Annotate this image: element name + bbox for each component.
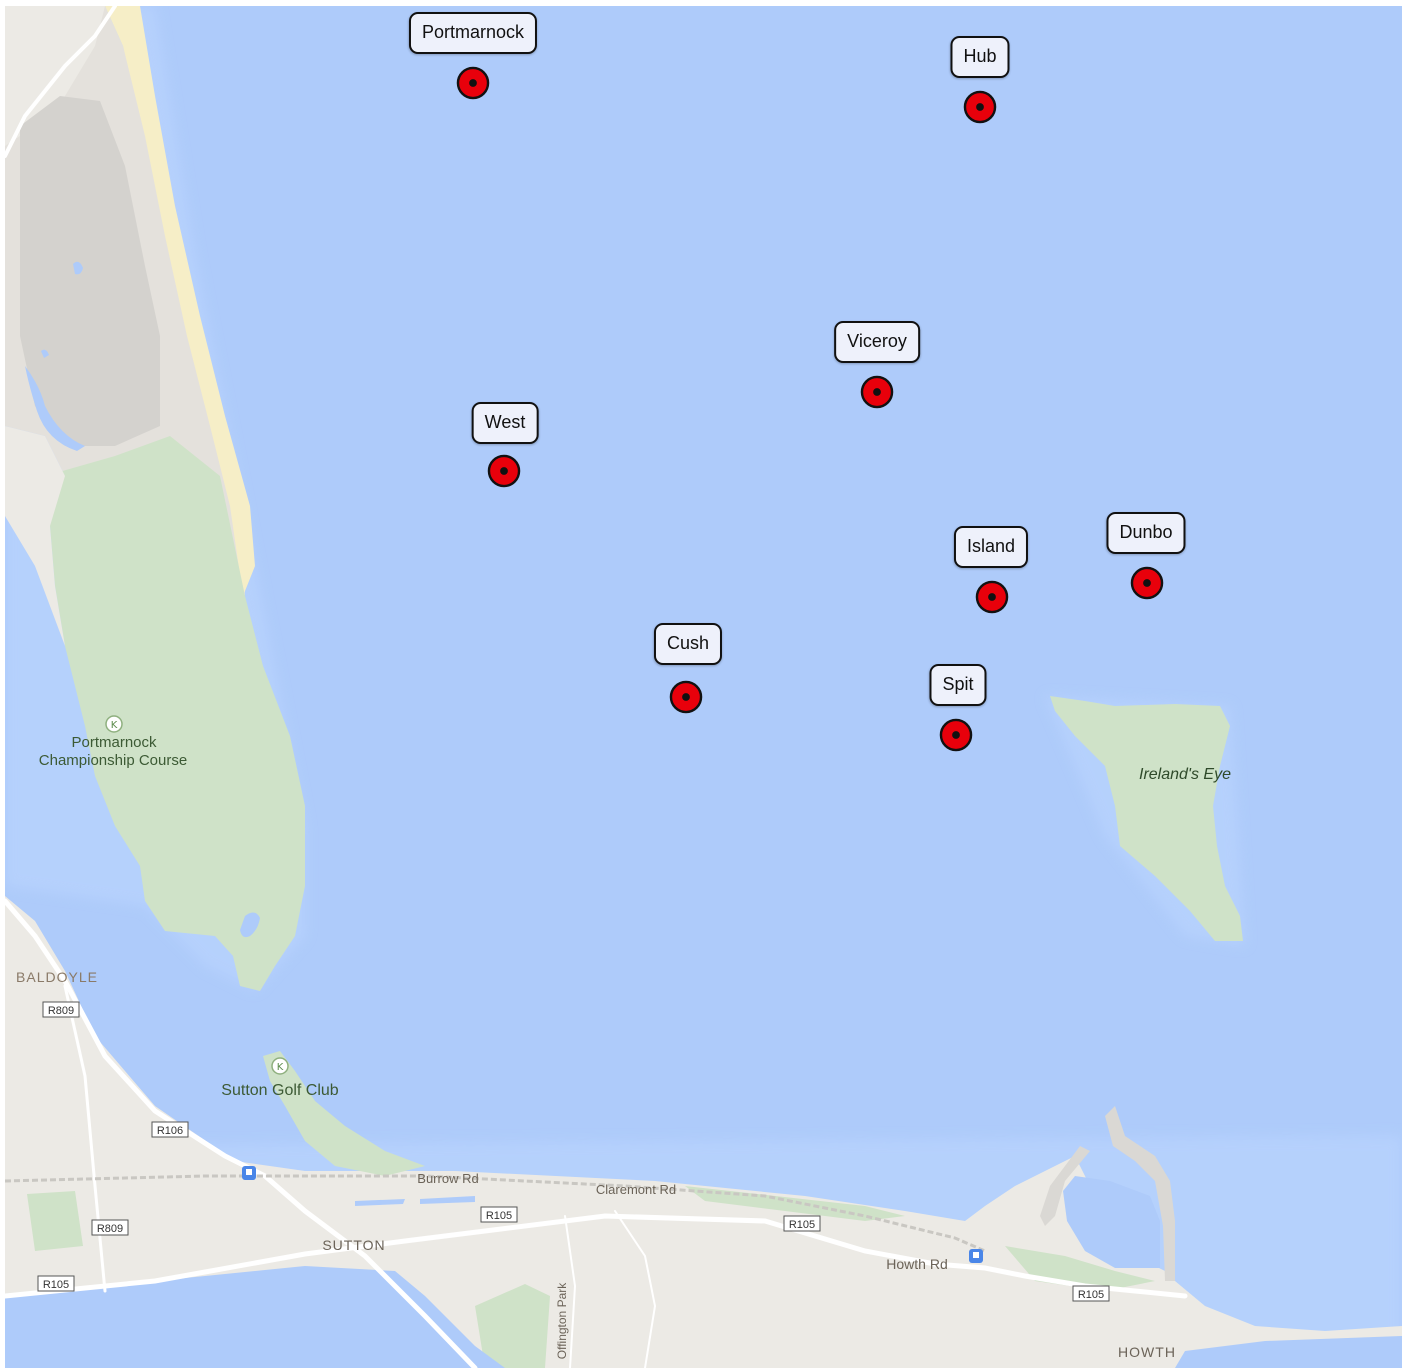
road-shield-r809: R809 — [91, 1219, 129, 1236]
golf-course-label: Portmarnock — [71, 734, 157, 751]
island-label: Ireland's Eye — [1139, 766, 1231, 783]
marker-label-island[interactable]: Island — [953, 526, 1029, 568]
street-label-claremont: Claremont Rd — [596, 1182, 676, 1197]
red-circle-marker-icon[interactable] — [487, 454, 521, 488]
svg-text:K: K — [277, 1062, 284, 1073]
marker-label-hub[interactable]: Hub — [950, 36, 1010, 78]
golf-course-label: Championship Course — [39, 752, 187, 769]
svg-text:R106: R106 — [157, 1125, 183, 1137]
street-label-howth-rd: Howth Rd — [886, 1256, 947, 1272]
town-label-howth: HOWTH — [1118, 1344, 1176, 1360]
map-base[interactable]: Portmarnock Championship Course K K Sutt… — [5, 6, 1402, 1368]
town-label-sutton: SUTTON — [322, 1237, 385, 1253]
land-edge-west — [5, 426, 65, 646]
red-circle-marker-icon[interactable] — [456, 66, 490, 100]
lower-bay-water — [5, 1266, 505, 1368]
road-shield-r106: R106 — [151, 1121, 189, 1138]
svg-text:R105: R105 — [789, 1219, 815, 1231]
svg-text:R809: R809 — [48, 1005, 74, 1017]
marker-label-dunbo[interactable]: Dunbo — [1106, 512, 1186, 554]
svg-text:R105: R105 — [1078, 1289, 1104, 1301]
street-label-burrow: Burrow Rd — [417, 1171, 478, 1186]
beach-strip — [105, 6, 255, 596]
golf-course-area — [45, 436, 305, 991]
pond — [240, 912, 260, 938]
irelands-eye-island — [1050, 696, 1243, 941]
road-shield-r105: R105 — [480, 1206, 518, 1223]
svg-text:K: K — [111, 720, 118, 731]
road-shield-r105: R105 — [37, 1275, 75, 1292]
street-label-offington: Offington Park — [555, 1282, 569, 1359]
svg-text:R809: R809 — [97, 1223, 123, 1235]
golf-club-label: Sutton Golf Club — [221, 1082, 339, 1099]
dune-grey-area — [20, 96, 160, 446]
park-patch — [27, 1191, 83, 1251]
red-circle-marker-icon[interactable] — [939, 718, 973, 752]
marker-label-portmarnock[interactable]: Portmarnock — [408, 12, 538, 54]
pond — [41, 349, 49, 358]
pond — [73, 261, 83, 275]
park-patch — [475, 1284, 550, 1368]
road-shield-r105: R105 — [783, 1215, 821, 1232]
harbour-pier-east — [1105, 1106, 1175, 1281]
marker-label-west[interactable]: West — [471, 402, 539, 444]
red-circle-marker-icon[interactable] — [669, 680, 703, 714]
red-circle-marker-icon[interactable] — [1130, 566, 1164, 600]
railway — [5, 1174, 986, 1253]
road-shield-r105: R105 — [1072, 1285, 1110, 1302]
harbour-water — [1063, 1176, 1160, 1268]
howth-south-water — [1175, 1336, 1402, 1368]
train-station-icon — [969, 1249, 983, 1263]
svg-text:R105: R105 — [43, 1279, 69, 1291]
train-station-icon — [242, 1166, 256, 1180]
marker-label-spit[interactable]: Spit — [929, 664, 987, 706]
marker-label-cush[interactable]: Cush — [653, 623, 723, 665]
road-shield-r809: R809 — [42, 1001, 80, 1018]
golf-icon: K — [271, 1057, 289, 1075]
town-label-baldoyle: BALDOYLE — [16, 969, 98, 985]
small-water-marks — [355, 1196, 475, 1206]
harbour-pier-west — [1040, 1146, 1090, 1226]
roads — [5, 6, 1188, 1368]
red-circle-marker-icon[interactable] — [963, 90, 997, 124]
marker-label-viceroy[interactable]: Viceroy — [834, 321, 920, 363]
pond — [25, 366, 85, 451]
red-circle-marker-icon[interactable] — [860, 375, 894, 409]
golf-icon: K — [105, 715, 123, 733]
svg-text:R105: R105 — [486, 1210, 512, 1222]
red-circle-marker-icon[interactable] — [975, 580, 1009, 614]
map-canvas[interactable]: Portmarnock Championship Course K K Sutt… — [5, 6, 1402, 1368]
